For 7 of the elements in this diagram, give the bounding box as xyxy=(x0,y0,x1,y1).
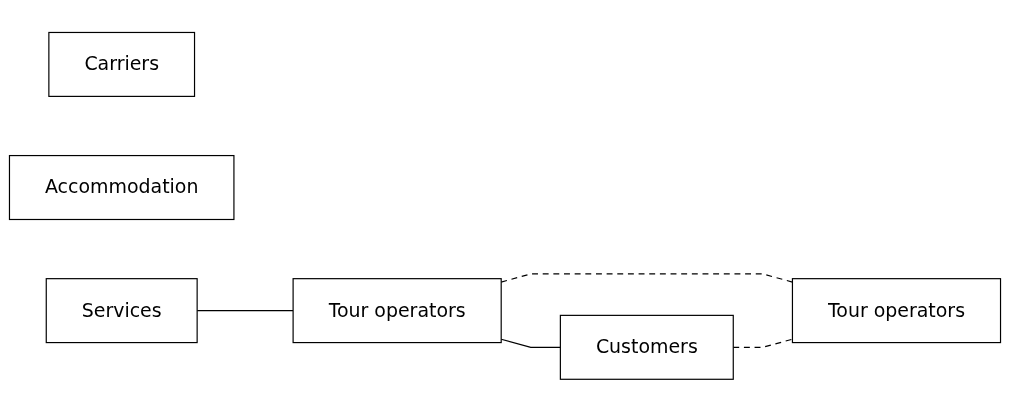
connector xyxy=(500,338,561,349)
node-box: Customers xyxy=(559,314,734,380)
node-box: Accommodation xyxy=(8,155,235,221)
node-box: Tour operators xyxy=(292,278,502,344)
node-box: Carriers xyxy=(48,32,196,98)
node-box: Tour operators xyxy=(791,278,1002,344)
node-box: Services xyxy=(45,278,198,344)
